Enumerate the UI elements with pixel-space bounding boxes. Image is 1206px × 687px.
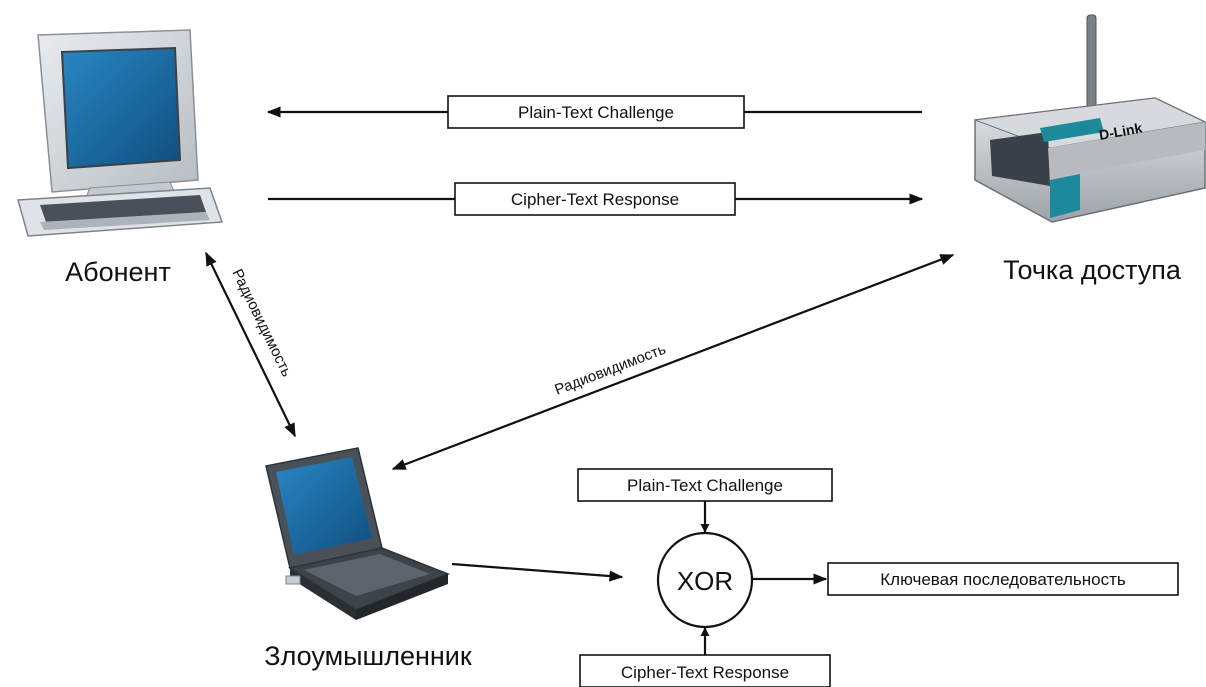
radio-left-label: Радиовидимость: [228, 266, 295, 379]
access-point-icon: D-Link: [974, 14, 1206, 223]
attacker-label: Злоумышленник: [264, 641, 472, 671]
challenge-bottom-label: Plain-Text Challenge: [627, 476, 783, 495]
challenge-top-label: Plain-Text Challenge: [518, 103, 674, 122]
desktop-computer-icon: [17, 29, 224, 237]
radio-link-ap-attacker: [391, 253, 955, 471]
keystream-box: [827, 562, 1179, 596]
keystream-label: Ключевая последовательность: [880, 570, 1126, 589]
xor-label: XOR: [677, 566, 733, 596]
response-bottom-label: Cipher-Text Response: [621, 663, 789, 682]
access-point-label: Точка доступа: [1003, 255, 1182, 285]
response-top-box: [454, 182, 736, 216]
challenge-top-box: [447, 95, 745, 129]
response-bottom-box: [579, 654, 831, 687]
radio-link-subscriber-attacker: [205, 251, 296, 438]
laptop-icon: [265, 447, 451, 620]
subscriber-label: Абонент: [65, 257, 171, 287]
challenge-bottom-box: [577, 468, 833, 502]
ap-brand-logo: D-Link: [1098, 120, 1144, 143]
response-top-label: Cipher-Text Response: [511, 190, 679, 209]
attacker-to-xor-arrow: [451, 562, 624, 582]
